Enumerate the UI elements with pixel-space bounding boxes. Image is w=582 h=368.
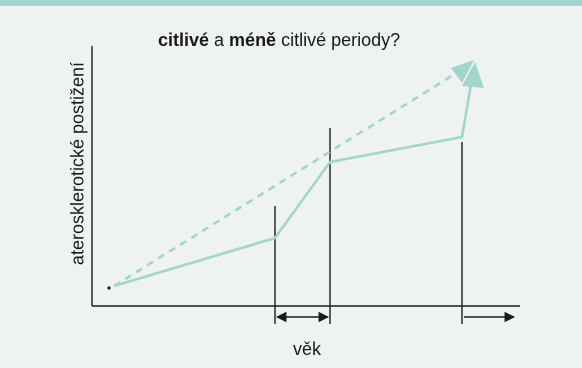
x-axis-label: věk	[293, 339, 322, 359]
title-less: méně	[229, 30, 277, 50]
diagram-canvas	[91, 46, 520, 324]
piecewise-trajectory	[113, 83, 473, 288]
title-sensitive: citlivé	[158, 30, 210, 50]
start-dot	[107, 286, 111, 290]
title-and: a	[209, 30, 230, 50]
dashed-arrowhead	[451, 60, 474, 83]
diagram-title: citlivé a méně citlivé periody?	[158, 30, 400, 51]
solid-arrowhead	[462, 62, 484, 88]
title-rest: citlivé periody?	[276, 30, 401, 50]
y-axis-label: aterosklerotické postižení	[67, 61, 88, 266]
linear-trajectory-dashed	[113, 70, 459, 288]
